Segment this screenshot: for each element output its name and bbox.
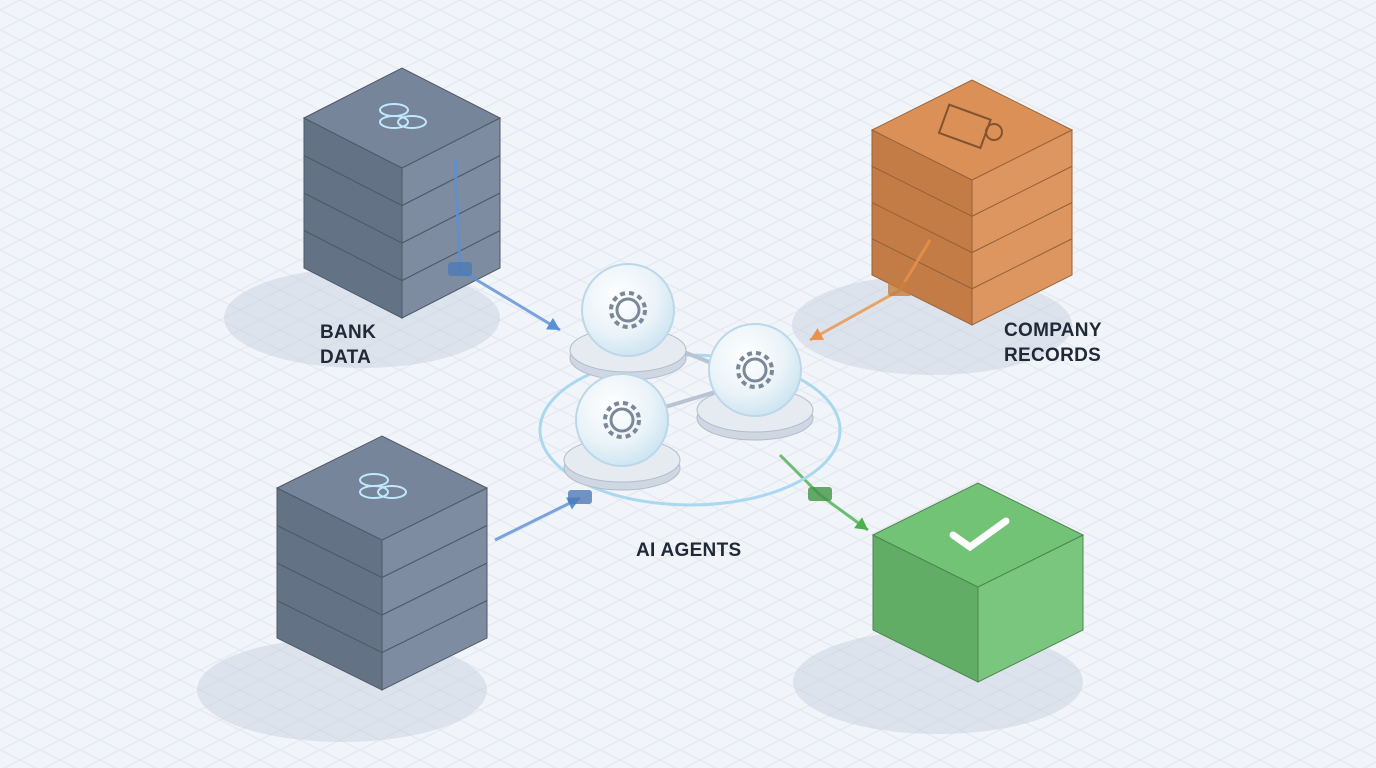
data-packet-icon	[888, 282, 912, 296]
coin	[379, 103, 409, 117]
arrow-head	[546, 317, 560, 330]
bank-label-line2: DATA	[320, 347, 372, 368]
agents-to-approval-flow	[778, 453, 869, 532]
data-packet-icon	[808, 487, 832, 501]
company-label-line2: RECORDS	[1004, 345, 1102, 366]
company-label-line1: COMPANY	[1004, 320, 1102, 341]
checkmark-icon	[949, 517, 1010, 552]
agent-sphere	[708, 323, 802, 417]
agent-sphere	[581, 263, 675, 357]
block-top-face	[870, 79, 1074, 181]
bank-label-line1: BANK	[320, 322, 377, 343]
company-to-agents-flow	[809, 239, 932, 342]
bank-data-server	[224, 67, 502, 368]
gear-teeth	[603, 401, 641, 439]
bank-data-label: BANK DATA	[320, 320, 376, 370]
agent-sphere	[575, 373, 669, 467]
second-bank-to-agents-flow	[494, 490, 592, 542]
coin	[377, 485, 407, 499]
check	[949, 517, 1010, 552]
gear-icon	[609, 407, 635, 433]
ai-agent-3	[563, 373, 681, 491]
coin	[397, 115, 427, 129]
ai-agent-2	[696, 323, 814, 441]
gear-teeth	[609, 291, 647, 329]
company-records-label: COMPANY RECORDS	[1004, 318, 1102, 368]
check-circle	[985, 123, 1003, 141]
data-packet-icon	[448, 262, 472, 276]
company-records-server	[792, 79, 1074, 375]
coins-icon	[379, 103, 427, 129]
receipt-icon	[937, 103, 1003, 150]
gear-icon	[615, 297, 641, 323]
approval-block	[793, 482, 1085, 734]
gear-icon	[742, 357, 768, 383]
second-bank-server	[197, 435, 489, 742]
data-packet-icon	[568, 490, 592, 504]
bank-to-agents-flow	[448, 159, 561, 332]
ai-agent-1	[569, 263, 687, 381]
flow-line	[494, 496, 581, 542]
arrow-head	[854, 517, 868, 530]
arrow-head	[810, 328, 824, 340]
ai-agents-label: AI AGENTS	[636, 540, 742, 561]
gear-teeth	[736, 351, 774, 389]
coin	[359, 473, 389, 487]
coins-icon	[359, 473, 407, 499]
block-top-face	[871, 482, 1085, 588]
